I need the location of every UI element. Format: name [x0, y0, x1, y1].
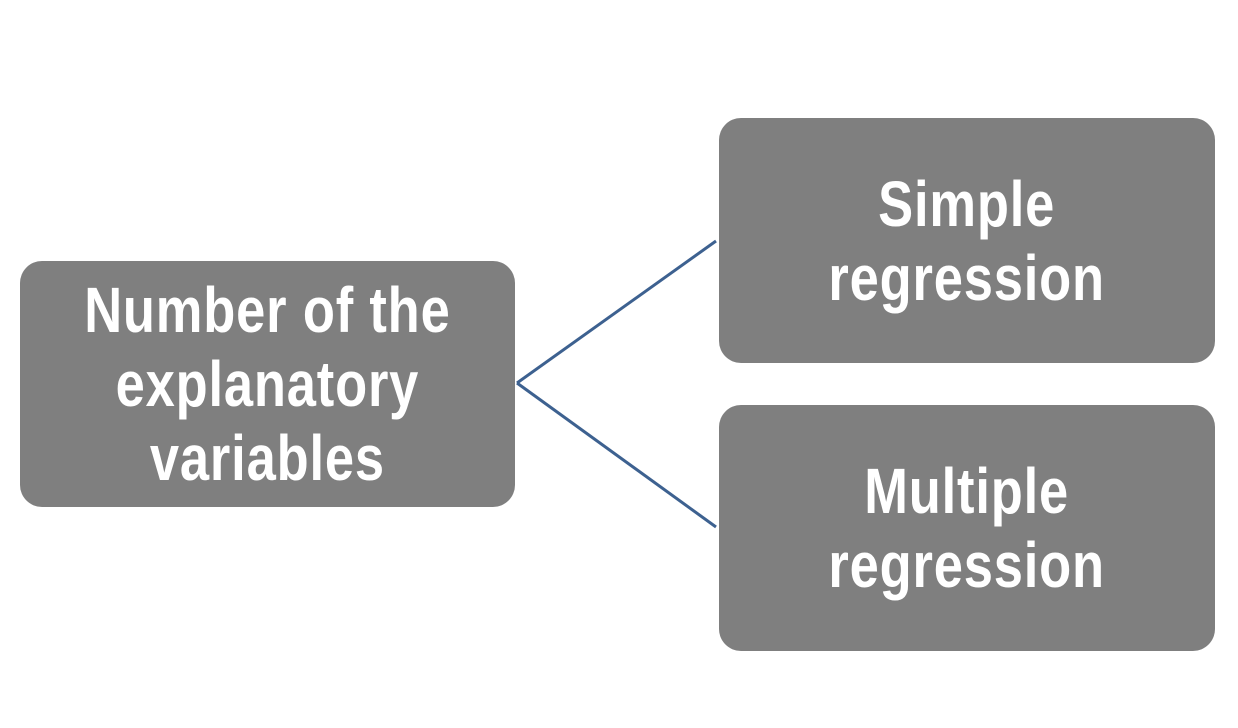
root-node-explanatory-variables: Number of the explanatory variables: [20, 261, 515, 507]
multiple-label-line-1: Multiple: [864, 455, 1070, 527]
root-label-line-3: variables: [150, 422, 385, 494]
multiple-label-line-2: regression: [828, 529, 1106, 601]
root-node-label: Number of the explanatory variables: [84, 273, 450, 495]
root-label-line-1: Number of the: [84, 274, 451, 346]
child-node-multiple-regression: Multiple regression: [719, 405, 1215, 651]
root-label-line-2: explanatory: [115, 348, 420, 420]
connector-root-to-simple: [516, 239, 717, 385]
child-node-label: Multiple regression: [829, 454, 1106, 602]
connector-root-to-multiple: [516, 381, 717, 529]
child-node-label: Simple regression: [829, 167, 1106, 315]
child-node-simple-regression: Simple regression: [719, 118, 1215, 363]
simple-label-line-1: Simple: [878, 167, 1056, 240]
simple-label-line-2: regression: [828, 241, 1106, 314]
